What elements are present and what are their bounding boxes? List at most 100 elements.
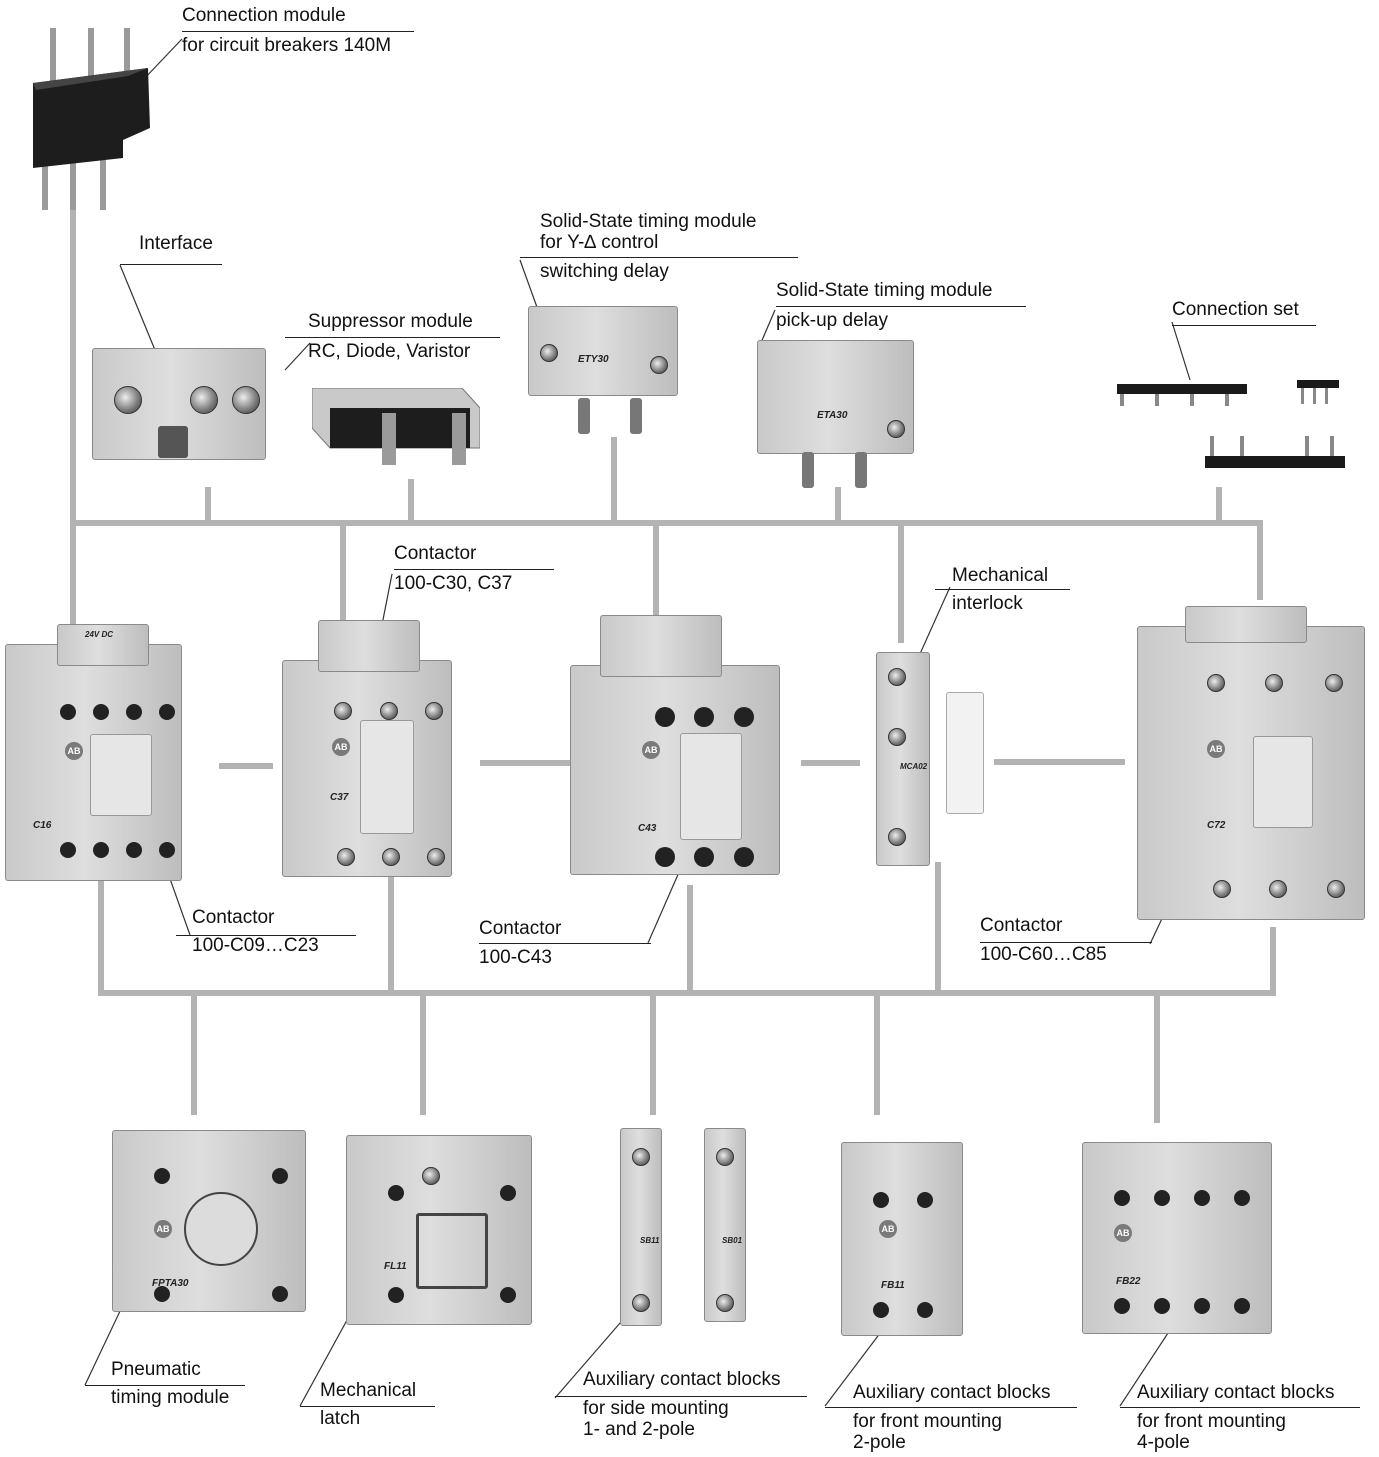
label-mech-latch-title: Mechanical [320, 1380, 417, 1401]
screw-icon [888, 668, 906, 686]
terminal-hole [1154, 1190, 1170, 1206]
screw-icon [540, 344, 558, 362]
terminal-hole [272, 1168, 288, 1184]
screw-icon [716, 1294, 734, 1312]
label-interface: Interface [139, 233, 213, 254]
screw-icon [190, 386, 218, 414]
latch-frame [416, 1213, 488, 1289]
mechanical-latch[interactable]: FL11 [346, 1125, 532, 1325]
c43-mark: C43 [638, 823, 657, 834]
terminal-hole [1194, 1190, 1210, 1206]
label-contactor-c43-title: Contactor [479, 918, 562, 939]
terminal-hole [1234, 1190, 1250, 1206]
terminal-hole [126, 704, 142, 720]
timing-module-y-delta[interactable]: ETY30 [528, 306, 678, 438]
label-rule [935, 589, 1070, 590]
screw-icon [1265, 674, 1283, 692]
terminal-hole [93, 704, 109, 720]
label-aux-front2-title: Auxiliary contact blocks [853, 1382, 1051, 1403]
terminal-hole [60, 704, 76, 720]
label-rule [980, 942, 1152, 943]
label-mech-interlock-sub: interlock [952, 593, 1023, 614]
fpta30-mark: FPTA30 [152, 1278, 189, 1289]
terminal-hole [93, 842, 109, 858]
connection-module-140m[interactable] [28, 28, 153, 210]
coil-terminal-block [1185, 606, 1307, 643]
c72-mark: C72 [1207, 820, 1226, 831]
aux-contact-front-2pole[interactable]: AB FB11 [841, 1132, 963, 1336]
ab-logo: AB [154, 1220, 172, 1238]
fb11-mark: FB11 [881, 1280, 905, 1291]
fl11-mark: FL11 [384, 1261, 407, 1272]
screw-icon [887, 420, 905, 438]
terminal-hole [1234, 1298, 1250, 1314]
connection-set[interactable] [1115, 374, 1347, 474]
mca02-mark: MCA02 [900, 762, 928, 771]
pneumatic-timing-module[interactable]: AB FPTA30 [112, 1120, 306, 1312]
eta30-mark: ETA30 [817, 410, 848, 421]
timing-module-pickup[interactable]: ETA30 [757, 340, 917, 490]
screw-icon [716, 1148, 734, 1166]
coil-terminal-block [600, 615, 722, 677]
label-rule [120, 264, 222, 265]
suppressor-module[interactable] [311, 387, 481, 468]
terminal-hole [1194, 1298, 1210, 1314]
label-contactor-c30-sub: 100-C30, C37 [394, 573, 513, 594]
terminal-hole [734, 847, 754, 867]
aux-contact-side-mount[interactable]: SB11 SB01 [618, 1128, 750, 1326]
screw-icon [232, 386, 260, 414]
ab-logo: AB [65, 742, 83, 760]
label-aux-front4-sub2: 4-pole [1137, 1432, 1190, 1453]
screw-icon [632, 1294, 650, 1312]
contactor-housing [570, 665, 780, 875]
label-rule [479, 943, 651, 944]
ety30-mark: ETY30 [578, 354, 609, 365]
label-contactor-c60-title: Contactor [980, 915, 1063, 936]
ab-logo: AB [1114, 1224, 1132, 1242]
screw-icon [1269, 880, 1287, 898]
terminal-hole [154, 1286, 170, 1302]
contactor-c09-c23[interactable]: 24V DC AB C16 [5, 624, 182, 881]
label-aux-front2-sub2: 2-pole [853, 1432, 906, 1453]
contactor-c30-c37[interactable]: AB C37 [282, 620, 452, 877]
label-rule [182, 31, 414, 32]
ab-logo: AB [332, 738, 350, 756]
label-rule [825, 1407, 1077, 1408]
screw-icon [1213, 880, 1231, 898]
screw-icon [1325, 674, 1343, 692]
c16-mark: C16 [33, 820, 52, 831]
terminal-hole [1154, 1298, 1170, 1314]
label-contactor-c60-sub: 100-C60…C85 [980, 944, 1107, 965]
actuator [680, 733, 742, 840]
label-rule [1120, 1407, 1360, 1408]
terminal-hole [1114, 1298, 1130, 1314]
contactor-c60-c85[interactable]: AB C72 [1125, 606, 1365, 920]
terminal-hole [388, 1287, 404, 1303]
label-timing-pickup-title: Solid-State timing module [776, 280, 993, 301]
label-timing-yd-sub2: switching delay [540, 261, 669, 282]
screw-icon [427, 848, 445, 866]
fb22-mark: FB22 [1116, 1276, 1141, 1287]
screw-icon [422, 1167, 440, 1185]
mechanical-interlock[interactable]: MCA02 [868, 652, 988, 866]
label-rule [1172, 325, 1316, 326]
terminal-clip [158, 426, 188, 458]
interface-module[interactable] [92, 348, 266, 460]
contactor-c43[interactable]: AB C43 [570, 615, 780, 875]
screw-icon [1327, 880, 1345, 898]
screw-icon [114, 386, 142, 414]
terminal-hole [159, 842, 175, 858]
timer-dial [184, 1192, 258, 1266]
label-rule [176, 935, 356, 936]
sb11-mark: SB11 [640, 1236, 660, 1245]
label-timing-yd-sub: for Y-∆ control [540, 232, 659, 253]
terminal-hole [917, 1302, 933, 1318]
label-suppressor-title: Suppressor module [308, 311, 473, 332]
connection-module-image [33, 28, 150, 210]
aux-contact-front-4pole[interactable]: AB FB22 [1082, 1130, 1272, 1334]
label-contactor-c09-title: Contactor [192, 907, 275, 928]
label-timing-pickup-sub: pick-up delay [776, 310, 888, 331]
screw-icon [632, 1148, 650, 1166]
ab-logo: AB [1207, 740, 1225, 758]
terminal-hole [500, 1287, 516, 1303]
